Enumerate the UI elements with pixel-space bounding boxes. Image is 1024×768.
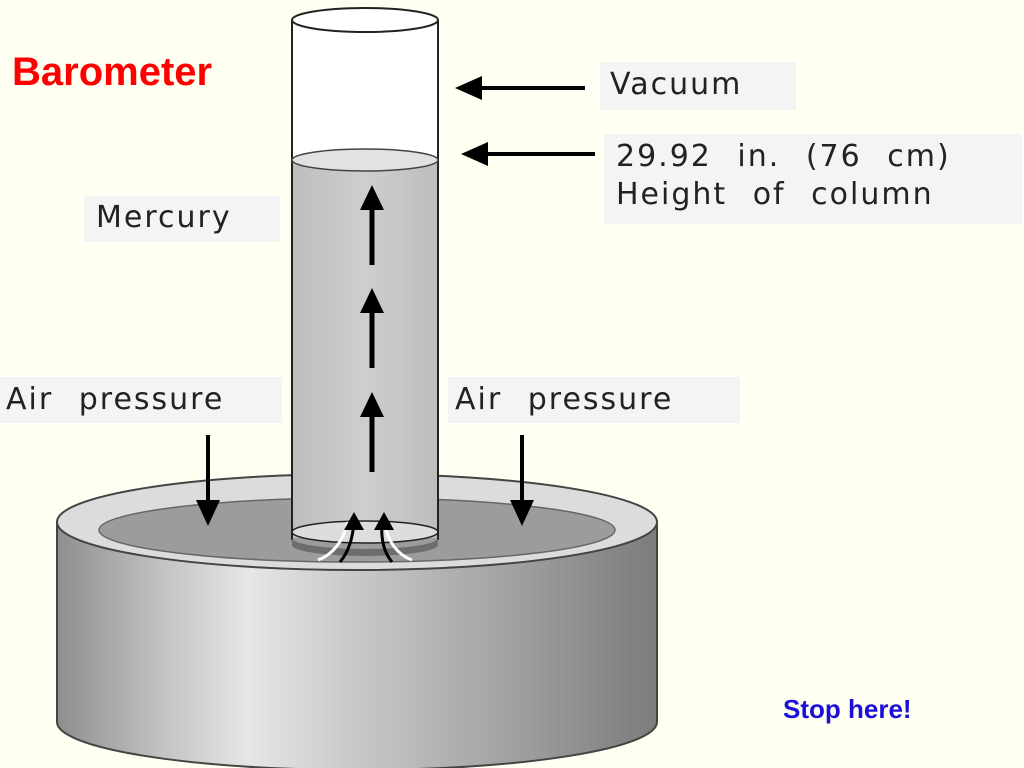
mercury-column <box>292 160 438 538</box>
air-pressure-right-label: Air pressure <box>455 382 674 417</box>
column-height-value-label: 29.92 in. (76 cm) <box>616 139 951 174</box>
vacuum-space <box>292 20 438 160</box>
stop-here-note: Stop here! <box>783 694 912 724</box>
pointer-arrows <box>455 76 595 166</box>
tube-bottom <box>291 520 439 544</box>
column-height-caption-label: Height of column <box>616 177 934 212</box>
mercury-label: Mercury <box>96 200 232 235</box>
pressure-arrows-up <box>317 185 413 563</box>
tube-top <box>291 7 439 33</box>
dish-side <box>56 521 658 768</box>
air-pressure-arrows <box>196 435 534 526</box>
vacuum-label: Vacuum <box>610 67 743 102</box>
air-pressure-left-label: Air pressure <box>6 382 225 417</box>
glass-tube <box>291 7 439 556</box>
mercury-meniscus <box>291 148 439 172</box>
slide-title: Barometer <box>12 50 213 94</box>
